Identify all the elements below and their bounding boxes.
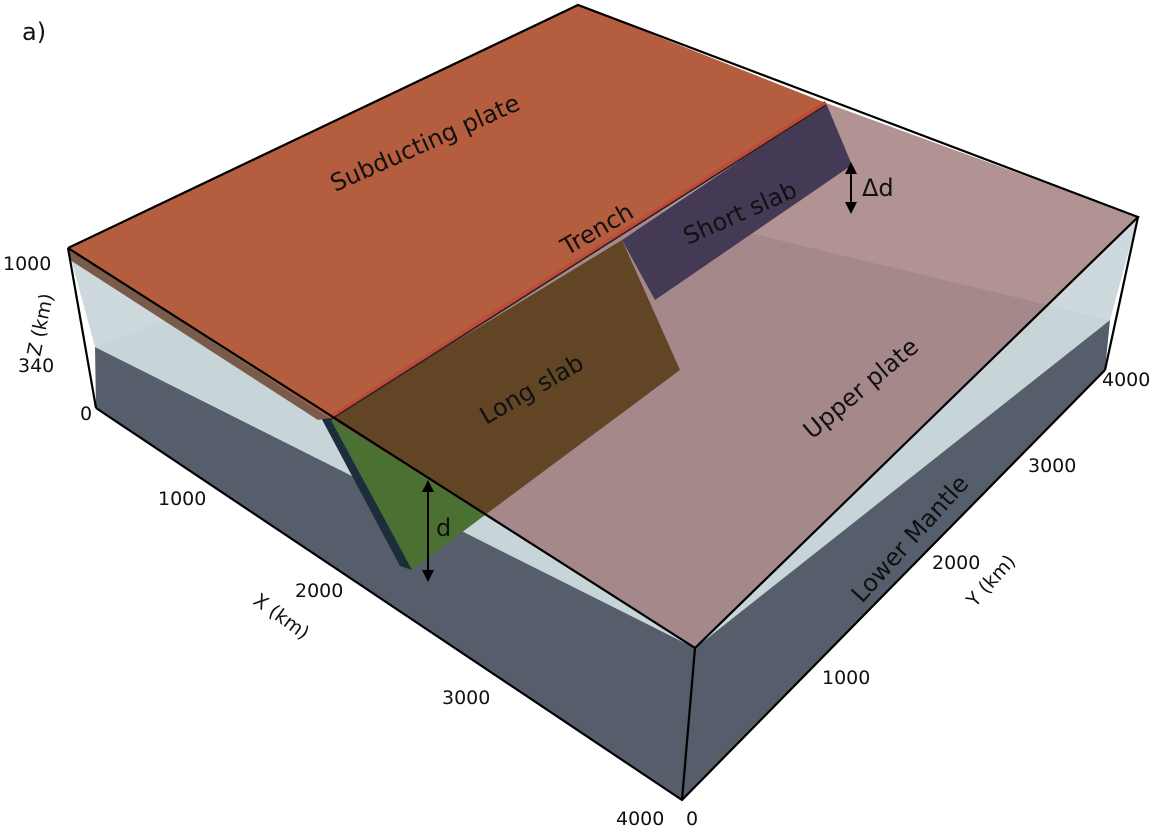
lower-mantle-front-right: [682, 320, 1110, 800]
lower-mantle-front-left: [95, 347, 695, 800]
trench-line: [328, 100, 828, 421]
short-slab: [622, 103, 852, 300]
x-tick-3000: 3000: [442, 687, 490, 709]
slab-edge: [318, 412, 412, 570]
z-tick-0: 0: [80, 403, 92, 425]
y-tick-3000: 3000: [1028, 455, 1076, 477]
d-arrow: [422, 480, 434, 582]
label-delta-d: Δd: [862, 174, 894, 202]
x-tick-1000: 1000: [158, 488, 206, 510]
y-tick-1000: 1000: [822, 667, 870, 689]
y-tick-0: 0: [686, 808, 698, 830]
slab-tip: [330, 418, 485, 570]
box-outline: [66, 3, 1141, 802]
z-tick-340: 340: [18, 355, 54, 377]
upper-plate: [330, 103, 1138, 648]
y-tick-4000: 4000: [1102, 369, 1150, 391]
y-tick-2000: 2000: [932, 552, 980, 574]
x-tick-4000: 4000: [616, 808, 664, 830]
trench-line-edge: [329, 104, 827, 421]
subducting-plate: [68, 5, 826, 418]
z-axis-label: Z (km): [23, 291, 58, 358]
long-slab: [330, 240, 680, 515]
label-d: d: [436, 514, 451, 542]
z-tick-1000: 1000: [3, 253, 51, 275]
delta-d-arrow: [845, 162, 857, 214]
panel-label: a): [22, 18, 46, 46]
x-tick-2000: 2000: [295, 580, 343, 602]
